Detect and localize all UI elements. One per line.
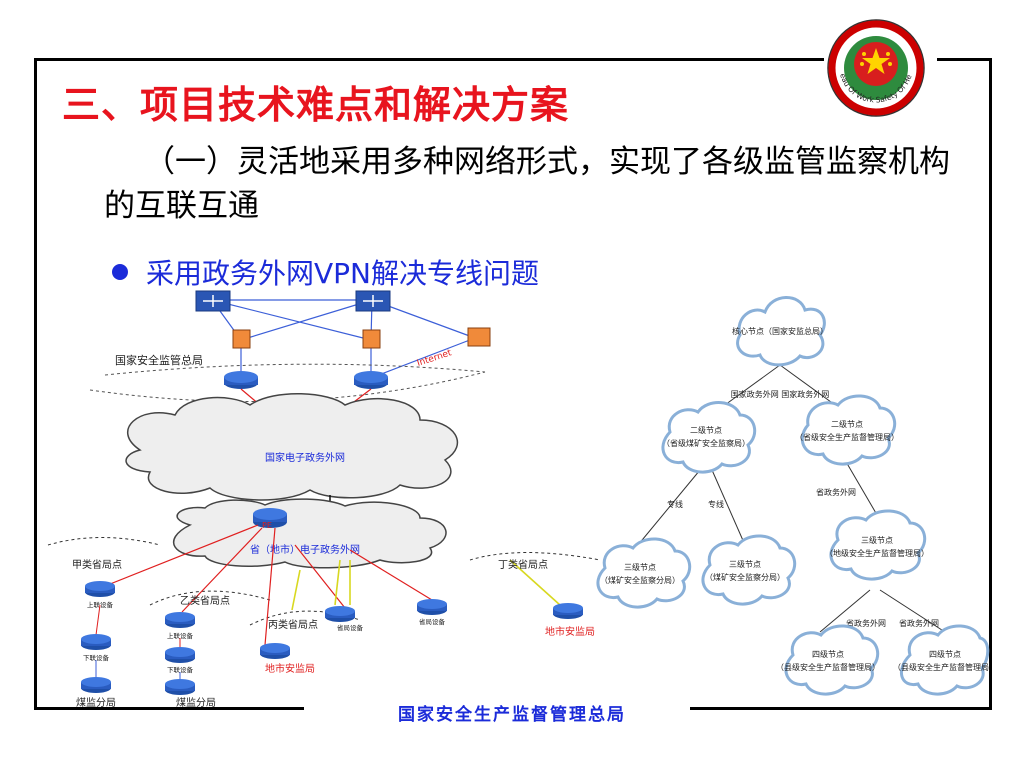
network-topology-diagram: 国家安全监管总局 Internet 国家电子政务外网 省（地市）电子政务外网 P… — [47, 290, 601, 709]
level4-a-title: 四级节点 — [812, 649, 844, 659]
bullet-item: 采用政务外网VPN解决专线问题 — [112, 252, 539, 292]
router-c-city — [260, 643, 290, 659]
firewall-icon — [232, 329, 251, 349]
internet-label: Internet — [416, 348, 454, 369]
frame-right — [989, 58, 992, 710]
level2-right-title: 二级节点 — [831, 419, 863, 429]
level3-node-b: 三级节点 （煤矿安全监察分局） — [701, 534, 797, 606]
device-label-province: 省局设备 — [419, 617, 446, 626]
core-switch-left — [195, 290, 231, 312]
core-switch-right — [355, 290, 391, 312]
level4-b-subtitle: （县级安全生产监督管理局） — [893, 662, 990, 672]
level3-b-subtitle: （煤矿安全监察分局） — [705, 572, 785, 582]
level3-a-title: 三级节点 — [624, 562, 656, 572]
router-a-upper — [85, 581, 115, 597]
hq-router-right — [354, 371, 388, 389]
router-b-lower — [165, 647, 195, 663]
router-b-upper — [165, 612, 195, 628]
slide-subtitle: （一）灵活地采用多种网络形式，实现了各级监管监察机构的互联互通 — [104, 144, 950, 224]
firewall-icon — [362, 329, 381, 349]
level2-left-title: 二级节点 — [690, 425, 722, 435]
level2-left-subtitle: （省级煤矿安全监察局） — [662, 438, 750, 448]
provincial-egov-cloud: 省（地市）电子政务外网 — [172, 498, 447, 569]
hq-router-left — [224, 371, 258, 389]
device-label-upper: 上联设备 — [87, 600, 114, 609]
region-c-label: 丙类省局点 — [268, 618, 318, 631]
level4-node-a: 四级节点 （县级安全生产监督管理局） — [776, 624, 880, 696]
hq-label: 国家安全监管总局 — [115, 353, 203, 367]
city-bureau-d-label: 地市安监局 — [545, 625, 595, 638]
router-a-branch — [81, 677, 111, 693]
device-label-lower: 下联设备 — [83, 653, 110, 662]
level3-node-a: 三级节点 （煤矿安全监察分局） — [596, 537, 692, 609]
router-d-province — [417, 599, 447, 615]
region-d-label: 丁类省局点 — [498, 558, 548, 571]
level3-node-c: 三级节点 （地级安全生产监督管理局） — [825, 509, 929, 581]
level3-a-subtitle: （煤矿安全监察分局） — [600, 575, 680, 585]
level3-c-subtitle: （地级安全生产监督管理局） — [825, 548, 929, 558]
device-label-lower: 下联设备 — [167, 665, 194, 674]
frame-bottom-left — [34, 707, 304, 710]
bullet-text: 采用政务外网VPN解决专线问题 — [146, 257, 539, 290]
firewall-icon — [467, 327, 491, 347]
edge-label-bottom-b: 省政务外网 — [899, 618, 939, 628]
router-a-lower — [81, 634, 111, 650]
coal-branch-b-label: 煤监分局 — [176, 696, 216, 709]
level2-right-subtitle: （省级安全生产监督管理局） — [795, 432, 899, 442]
hierarchy-tree-diagram: 核心节点（国家安监总局） 国家政务外网 国家政务外网 二级节点 （省级煤矿安全监… — [596, 296, 990, 696]
national-egov-cloud: 国家电子政务外网 — [125, 392, 458, 501]
footer-agency-name: 国家安全生产监督管理总局 — [398, 705, 626, 725]
edge-label-prov: 省政务外网 — [816, 487, 856, 497]
core-node: 核心节点（国家安监总局） — [732, 296, 828, 367]
edge-label-line-a: 专线 — [667, 499, 683, 509]
level4-b-title: 四级节点 — [929, 649, 961, 659]
pe-label: PE — [262, 521, 272, 530]
coal-branch-a-label: 煤监分局 — [76, 696, 116, 709]
frame-top-right — [937, 58, 992, 61]
city-bureau-c-label: 地市安监局 — [265, 662, 315, 675]
level4-a-subtitle: （县级安全生产监督管理局） — [776, 662, 880, 672]
level3-c-title: 三级节点 — [861, 535, 893, 545]
national-cloud-label: 国家电子政务外网 — [265, 451, 345, 464]
router-d-city — [553, 603, 583, 619]
level4-node-b: 四级节点 （县级安全生产监督管理局） — [893, 624, 990, 696]
pe-router — [253, 508, 287, 528]
provincial-cloud-label: 省（地市）电子政务外网 — [250, 543, 360, 556]
router-b-branch — [165, 679, 195, 695]
edge-label-top: 国家政务外网 国家政务外网 — [731, 389, 830, 399]
frame-left — [34, 58, 37, 710]
device-label-province: 省局设备 — [337, 623, 364, 632]
frame-bottom-right — [690, 707, 992, 710]
edge-label-line-b: 专线 — [708, 499, 724, 509]
router-c-province — [325, 606, 355, 622]
region-b-label: 乙类省局点 — [180, 594, 230, 607]
slide-title: 三、项目技术难点和解决方案 — [62, 83, 570, 127]
agency-emblem-logo: Bureau Of Work Safety Of Henan — [826, 18, 925, 117]
bullet-dot-icon — [112, 264, 128, 280]
edge-label-bottom-a: 省政务外网 — [846, 618, 886, 628]
level3-b-title: 三级节点 — [729, 559, 761, 569]
frame-top-left — [34, 58, 824, 61]
level2-left-node: 二级节点 （省级煤矿安全监察局） — [661, 401, 757, 474]
level2-right-node: 二级节点 （省级安全生产监督管理局） — [795, 394, 899, 466]
region-a-label: 甲类省局点 — [72, 558, 122, 571]
device-label-upper: 上联设备 — [167, 631, 194, 640]
core-node-label: 核心节点（国家安监总局） — [732, 326, 828, 336]
